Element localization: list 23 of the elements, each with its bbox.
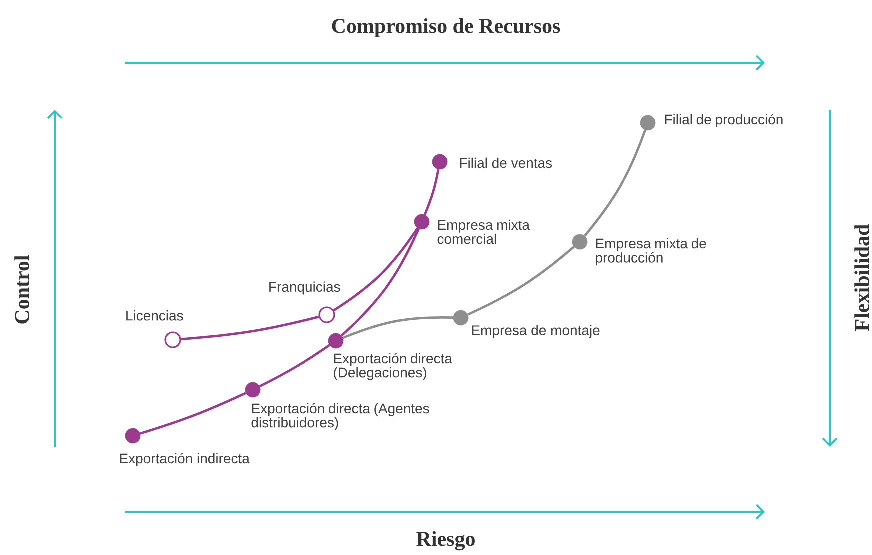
point-label: Empresa de montaje — [472, 325, 600, 338]
point-label: Franquicias — [270, 282, 340, 295]
point-label: Filial de producción — [665, 114, 783, 128]
point-label: Empresa mixta comercial — [438, 220, 530, 244]
curve-line — [468, 246, 575, 316]
curve-line — [333, 228, 419, 312]
curve-line — [340, 228, 420, 337]
point-label: Exportación directa (Delegaciones) — [334, 353, 452, 380]
curve-line — [140, 392, 247, 435]
curve-line — [424, 169, 440, 216]
point-label: Licencias — [126, 310, 184, 321]
axis-title: Control — [14, 256, 30, 324]
point-label: Exportación directa (Agentes distribuidores) — [252, 403, 430, 430]
curve-line — [342, 316, 454, 340]
point-label: Exportación indirecta — [120, 453, 250, 466]
curve-line — [259, 344, 330, 388]
axis-title: Compromiso de Recursos — [332, 18, 560, 38]
curve-line — [584, 130, 647, 237]
curve-line — [181, 316, 320, 341]
axis-title: Riesgo — [416, 531, 475, 551]
point-label: Filial de ventas — [460, 158, 552, 168]
axis-title: Flexibilidad — [854, 224, 870, 332]
point-label: Empresa mixta de producción — [596, 238, 706, 266]
